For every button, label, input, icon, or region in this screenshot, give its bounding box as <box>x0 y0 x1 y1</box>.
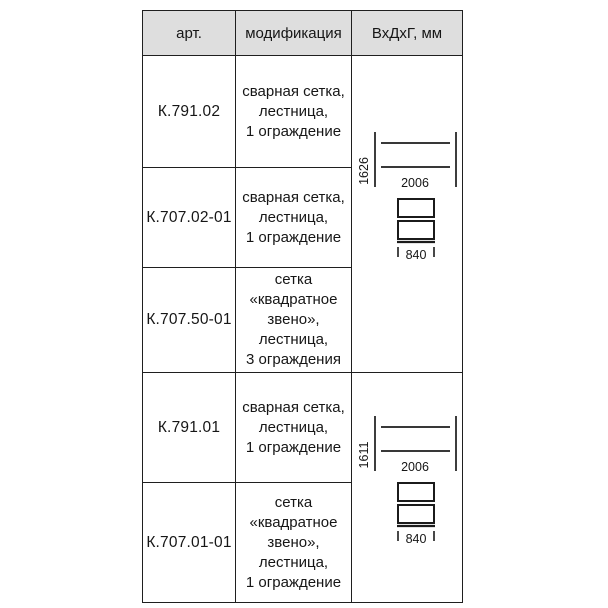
height-dimension-label: 1626 <box>357 157 371 185</box>
art-cell: К.707.02-01 <box>142 167 236 268</box>
front-view <box>374 416 457 471</box>
col-header-modification: модификация <box>235 10 352 56</box>
modification-cell: сетка «квадратное звено», лестница, 3 ог… <box>235 267 352 373</box>
table-row: К.707.02-01 сварная сетка, лестница, 1 о… <box>142 167 463 268</box>
modification-cell: сетка «квадратное звено», лестница, 1 ог… <box>235 482 352 603</box>
depth-dimension-label: 840 <box>406 248 427 262</box>
height-dimension-label: 1611 <box>357 442 371 469</box>
top-view <box>397 482 435 541</box>
col-header-art: арт. <box>142 10 236 56</box>
product-spec-table: арт. модификация ВхДхГ, мм К.791.02 свар… <box>142 10 463 603</box>
art-cell: К.791.02 <box>142 55 236 168</box>
length-dimension-label: 2006 <box>401 460 429 474</box>
table-row: К.707.01-01 сетка «квадратное звено», ле… <box>142 482 463 603</box>
table-row: К.791.02 сварная сетка, лестница, 1 огра… <box>142 55 463 373</box>
depth-dimension-label: 840 <box>406 532 427 546</box>
table-row: К.707.50-01 сетка «квадратное звено», ле… <box>142 267 463 373</box>
length-dimension-label: 2006 <box>401 176 429 190</box>
art-cell: К.791.01 <box>142 372 236 483</box>
dimension-drawing: 1626 2006 840 <box>357 131 457 262</box>
art-cell: К.707.01-01 <box>142 482 236 603</box>
modification-cell: сварная сетка, лестница, 1 ограждение <box>235 55 352 168</box>
table-row: К.791.01 сварная сетка, лестница, 1 огра… <box>142 372 463 603</box>
dimensions-drawing-cell: 1626 2006 840 <box>351 55 463 373</box>
modification-cell: сварная сетка, лестница, 1 ограждение <box>235 167 352 268</box>
modification-cell: сварная сетка, лестница, 1 ограждение <box>235 372 352 483</box>
table-header-row: арт. модификация ВхДхГ, мм <box>142 10 463 56</box>
col-header-dimensions: ВхДхГ, мм <box>351 10 463 56</box>
art-cell: К.707.50-01 <box>142 267 236 373</box>
dimensions-drawing-cell: 1611 2006 840 <box>351 372 463 603</box>
top-view <box>397 197 435 257</box>
front-view <box>374 131 457 187</box>
dimension-drawing: 1611 2006 840 <box>357 416 457 546</box>
